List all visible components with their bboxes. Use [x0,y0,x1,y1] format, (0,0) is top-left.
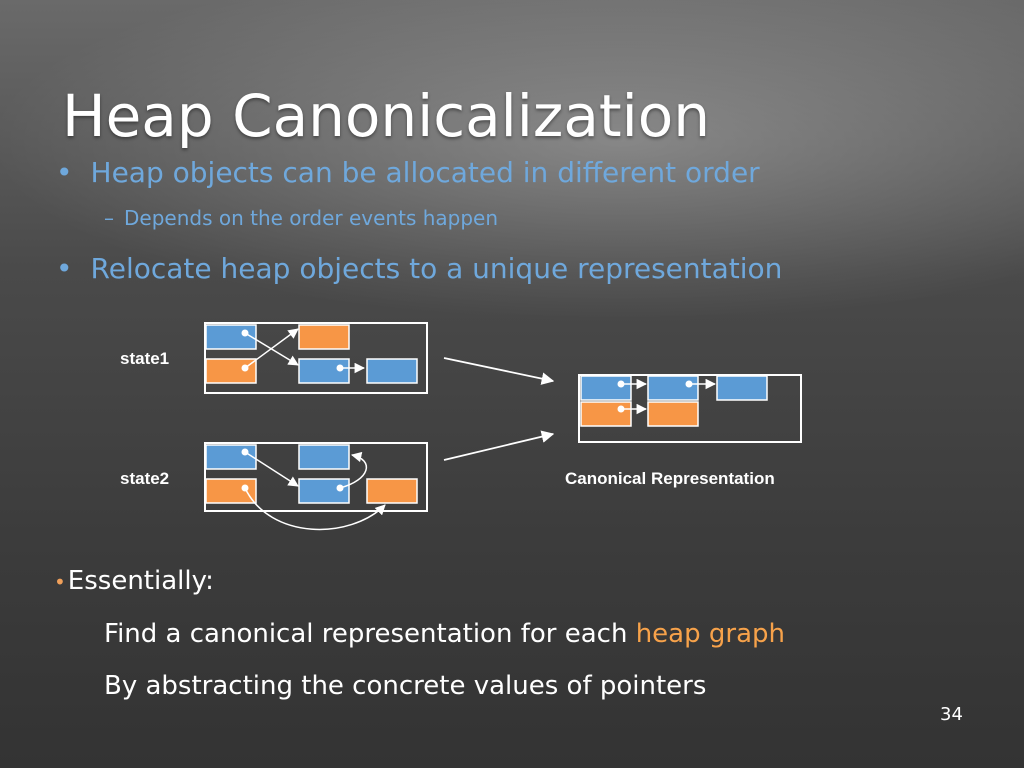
sub-bullet-event-order: –Depends on the order events happen [104,206,498,230]
bullet-text: Relocate heap objects to a unique repres… [90,252,783,285]
canonical-node-blue-a [580,375,632,401]
state1-node-blue-a [205,324,257,350]
canonical-frame [578,374,802,443]
state1-node-blue-c [366,358,418,384]
canonical-node-orange-b [647,401,699,427]
state2-node-orange-b [366,478,418,504]
pointer-edge [339,451,368,489]
slide-title: Heap Canonicalization [62,82,710,150]
canonical-node-blue-b [647,375,699,401]
bullet-relocate: • Relocate heap objects to a unique repre… [56,252,782,285]
state1-heap-graph: state1 [120,322,428,394]
abstraction-statement: By abstracting the concrete values of po… [104,671,707,701]
canonical-node-blue-c [716,375,768,401]
state2-heap-graph: state2 [120,442,428,531]
state1-label: state1 [120,349,169,368]
canonical-node-orange-a [580,401,632,427]
pointer-edge [244,487,386,531]
bullet-marker: • [54,570,66,594]
state2-label: state2 [120,469,169,488]
canonical-heap-graph: Canonical Representation [565,374,802,488]
state2-frame [204,442,428,512]
state1-node-orange-b [298,324,350,350]
pointer-edge [244,451,299,487]
heap-graph-highlight: heap graph [635,619,785,649]
map-arrow-state2 [443,430,555,461]
map-arrow-state1 [443,357,555,385]
state1-node-orange-a [205,358,257,384]
pointer-edge [244,328,299,369]
sub-bullet-text: Depends on the order events happen [124,206,499,230]
canonical-statement-text: Find a canonical representation for each [104,619,636,649]
page-number: 34 [940,704,963,725]
bullet-heap-order: • Heap objects can be allocated in differ… [56,156,760,189]
canonical-statement: Find a canonical representation for each… [104,619,785,649]
bullet-text: Heap objects can be allocated in differe… [90,156,760,189]
essentially-heading: •Essentially: [54,566,214,596]
state2-node-blue-a [205,444,257,470]
essentially-text: Essentially: [67,566,214,596]
state1-frame [204,322,428,394]
canonical-label: Canonical Representation [565,469,775,488]
state2-node-orange-a [205,478,257,504]
sub-bullet-marker: – [104,206,114,230]
bullet-marker: • [56,156,73,189]
bullet-marker: • [56,252,73,285]
state2-node-blue-b [298,444,350,470]
